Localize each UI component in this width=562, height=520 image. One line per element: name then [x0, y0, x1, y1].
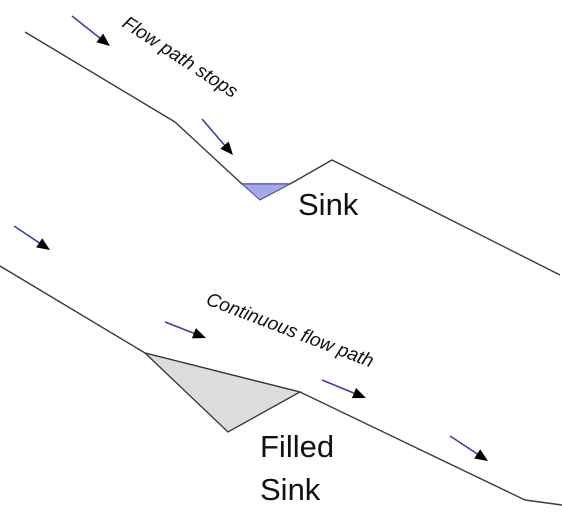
- flow-direction-arrow-icon: [201, 118, 233, 155]
- continuous-flow-path-label: Continuous flow path: [203, 289, 376, 372]
- lower-terrain-profile: [0, 265, 562, 506]
- filled-sink-depression: [142, 351, 302, 433]
- flow-direction-arrow-icon: [71, 15, 110, 46]
- upper-terrain-profile: [24, 31, 561, 276]
- flow-arrows-group: [13, 15, 488, 461]
- flow-direction-arrow-icon: [321, 379, 366, 399]
- flow-path-stops-label: Flow path stops: [118, 13, 241, 103]
- flow-direction-arrow-icon: [13, 225, 50, 250]
- flow-direction-arrow-icon: [164, 321, 206, 339]
- filled-label: Filled: [260, 429, 334, 464]
- sink-label: Sink: [298, 187, 359, 222]
- small-sink-depression: [240, 183, 291, 201]
- filled-sink-label: Sink: [260, 472, 321, 507]
- flow-direction-arrow-icon: [449, 435, 488, 461]
